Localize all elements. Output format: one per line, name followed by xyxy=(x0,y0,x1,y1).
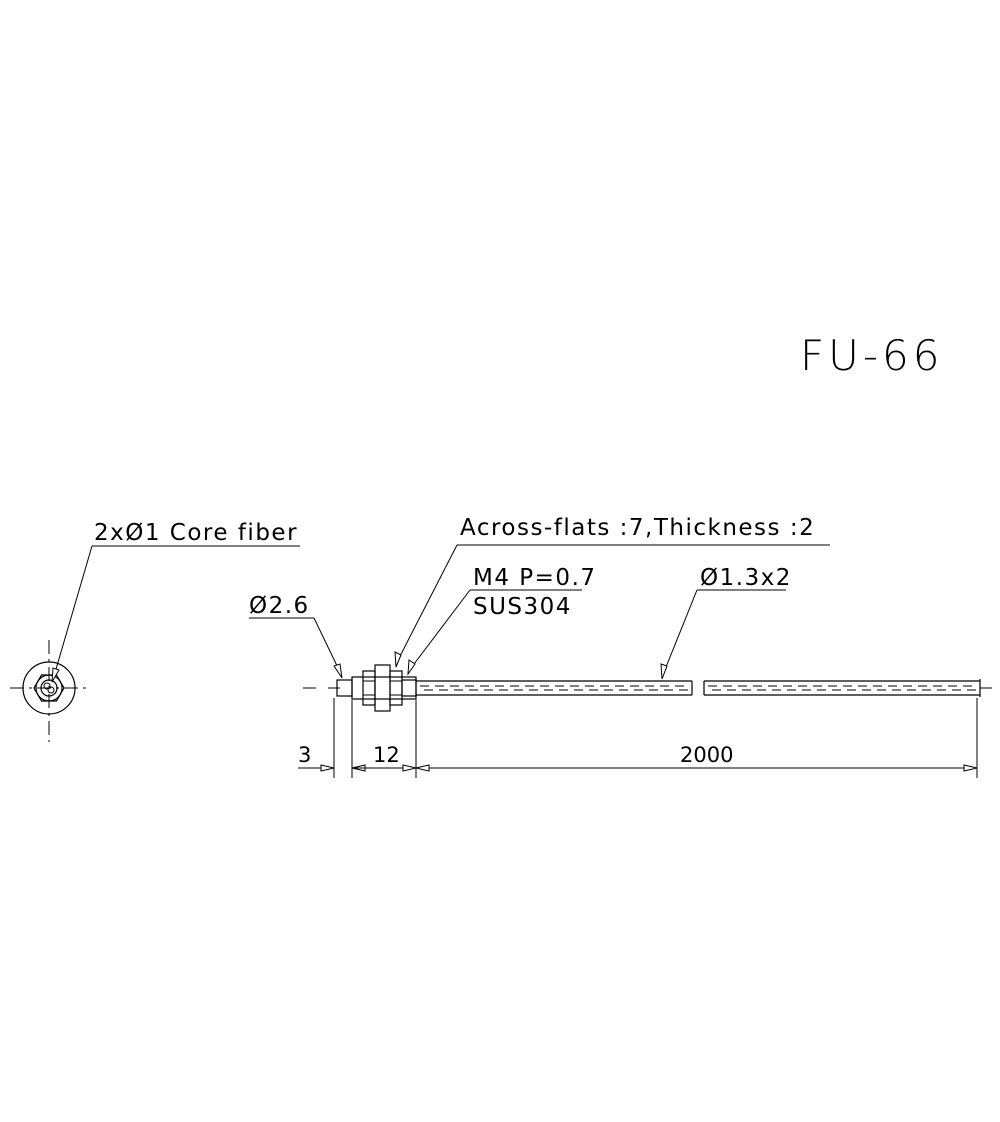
core-fiber-leader-line xyxy=(53,545,93,677)
thread-leader: M4 P=0.7 SUS304 xyxy=(407,565,597,676)
across-flats-arrow xyxy=(394,651,402,668)
thread-arrow xyxy=(407,659,416,676)
cable-diameter-arrow xyxy=(660,663,668,680)
core-fiber-leader: 2xØ1 Core fiber xyxy=(51,520,300,683)
core-fiber-label: 2xØ1 Core fiber xyxy=(94,520,298,546)
model-title: FU-66 xyxy=(800,331,944,380)
dim-thread-length: 12 xyxy=(373,743,400,767)
material-label: SUS304 xyxy=(473,594,572,620)
end-view-washer-circle xyxy=(22,661,76,715)
hex-nut-left xyxy=(362,670,376,706)
tip-diameter-leader-line xyxy=(313,617,341,673)
dimension-lines: 3 12 2000 xyxy=(298,698,978,778)
dim-tip-length: 3 xyxy=(298,743,311,767)
dim-3-arrow-left xyxy=(320,764,335,772)
side-view xyxy=(303,664,992,712)
dim-2000-arrow-left xyxy=(415,764,430,772)
end-view-core-2 xyxy=(47,686,55,694)
washer xyxy=(374,664,391,712)
tip-diameter-label: Ø2.6 xyxy=(249,593,310,619)
dim-cable-length: 2000 xyxy=(680,743,733,767)
end-view-tip-circle xyxy=(40,679,58,697)
cable-diameter-label: Ø1.3x2 xyxy=(700,565,792,591)
across-flats-leader: Across-flats :7,Thickness :2 xyxy=(394,515,830,668)
hex-nut-right xyxy=(389,670,403,706)
end-view-thread-circle xyxy=(35,674,63,702)
cable-diameter-leader-line xyxy=(663,589,698,673)
end-view xyxy=(10,640,90,742)
dim-12-arrow-right xyxy=(402,764,417,772)
thread-label: M4 P=0.7 xyxy=(473,565,597,591)
cable-boot xyxy=(401,679,417,697)
end-view-core-1 xyxy=(43,682,51,690)
thread-leader-line xyxy=(410,589,471,669)
tip-diameter-leader: Ø2.6 xyxy=(249,593,343,679)
dim-2000-arrow-right xyxy=(963,764,978,772)
across-flats-leader-line xyxy=(397,544,458,661)
across-flats-label: Across-flats :7,Thickness :2 xyxy=(460,515,815,541)
cable-diameter-leader: Ø1.3x2 xyxy=(660,565,792,680)
tip-diameter-arrow xyxy=(333,663,343,679)
core-fiber-arrow xyxy=(51,667,60,683)
